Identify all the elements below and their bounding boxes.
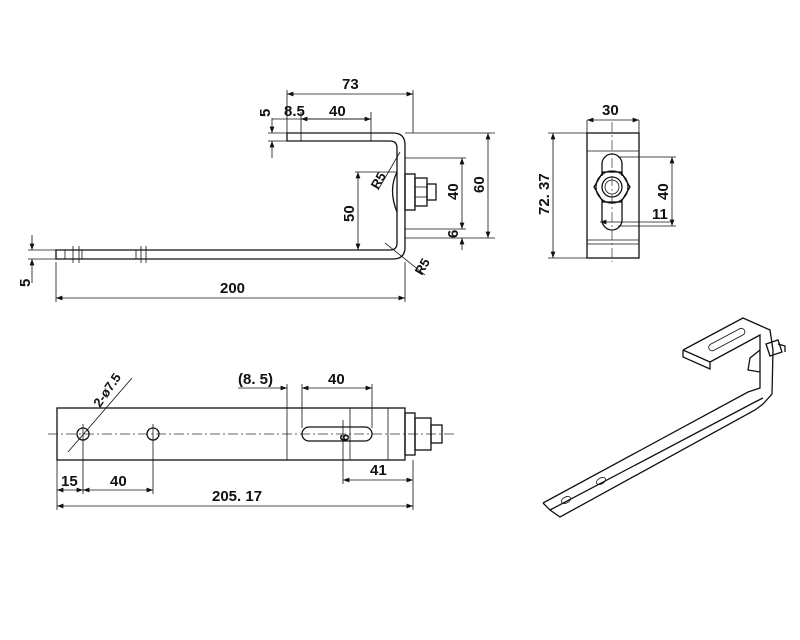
dim-40-slot: 40 xyxy=(329,103,346,120)
side-view: 73 8.5 40 5 R5 R5 50 40 6 60 xyxy=(17,76,495,302)
dim-5-top: 5 xyxy=(257,109,274,117)
top-view: 2-ø7.5 (8. 5) 40 9 41 15 40 205. 17 xyxy=(48,370,455,510)
dim-205-17: 205. 17 xyxy=(212,488,262,505)
dim-6: 6 xyxy=(445,230,462,238)
front-plate xyxy=(586,132,640,259)
bolt-end xyxy=(426,183,437,201)
dim-r5-outer: R5 xyxy=(412,256,433,278)
iso-long-arm xyxy=(542,349,774,518)
dim-60: 60 xyxy=(471,176,488,193)
dim-holes: 2-ø7.5 xyxy=(90,370,124,409)
iso-top-flange xyxy=(682,317,774,371)
dim-41: 41 xyxy=(370,462,387,479)
nut xyxy=(414,177,428,207)
iso-bolt xyxy=(765,339,786,357)
bolt-top xyxy=(430,424,443,444)
dim-9: 9 xyxy=(337,434,352,441)
isometric-view xyxy=(542,317,786,518)
dim-r5-inner: R5 xyxy=(368,170,389,192)
dim-40-side: 40 xyxy=(445,183,462,200)
bracket-profile xyxy=(55,132,406,260)
dim-50: 50 xyxy=(341,205,358,222)
hex-nut xyxy=(593,171,631,203)
dim-8-5: 8.5 xyxy=(284,103,305,120)
dim-5-bottom: 5 xyxy=(17,279,34,287)
dim-40-top-slot: 40 xyxy=(328,371,345,388)
dim-72-37: 72. 37 xyxy=(536,173,553,215)
front-view: 30 72. 37 40 11 xyxy=(536,102,676,262)
dim-15: 15 xyxy=(61,473,78,490)
dim-11: 11 xyxy=(652,206,668,223)
dim-8-5-top: (8. 5) xyxy=(238,371,273,388)
dim-30: 30 xyxy=(602,102,619,119)
slot xyxy=(301,426,373,442)
dim-40-front: 40 xyxy=(655,183,672,200)
dim-73: 73 xyxy=(342,76,359,93)
washer xyxy=(391,171,398,213)
dim-40-holes: 40 xyxy=(110,473,127,490)
nut-washer xyxy=(404,173,416,211)
dim-200: 200 xyxy=(220,280,245,297)
